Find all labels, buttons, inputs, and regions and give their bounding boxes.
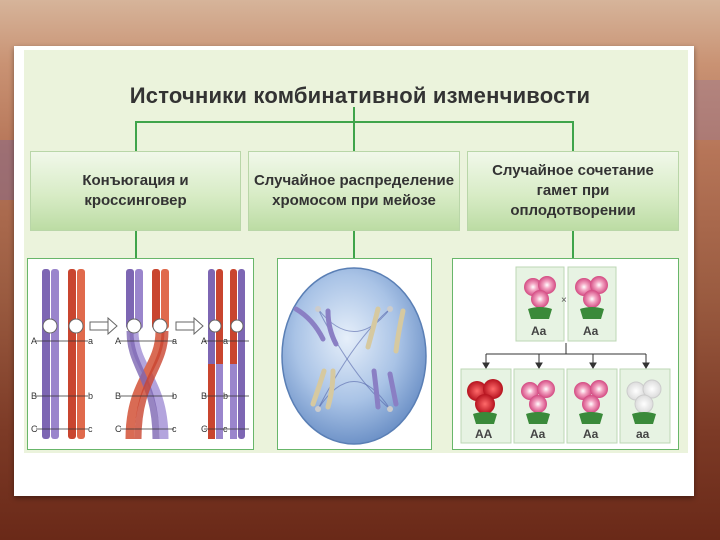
gene-label: a (172, 336, 177, 346)
meiosis-cell-illustration (277, 258, 432, 450)
meiosis-cell-svg (281, 267, 427, 445)
chromosome (365, 306, 381, 350)
chromosome (371, 368, 381, 410)
connector-left (135, 121, 137, 151)
gene-label: C (201, 424, 208, 434)
gene-label: C (31, 424, 38, 434)
gene-label: C (115, 424, 122, 434)
gene-label: b (172, 391, 177, 401)
box-line: кроссинговер (84, 192, 187, 209)
gene-label: b (88, 391, 93, 401)
connector-down-right (572, 231, 574, 258)
gene-label: B (31, 391, 37, 401)
page-title: Источники комбинативной изменчивости (129, 83, 591, 108)
box-line: Конъюгация и (82, 172, 189, 189)
inheritance-arrows (482, 343, 650, 369)
box-random-gamete-combination: Случайное сочетание гамет при оплодотворе… (467, 151, 679, 231)
box-line: гамет при оплодотворении (510, 182, 636, 219)
offspring-genotype: Aa (583, 427, 599, 441)
chromosome (293, 306, 326, 342)
chromosome (393, 308, 406, 354)
offspring-flower: Aa (566, 368, 618, 444)
gene-label: b (223, 391, 228, 401)
chromosome (325, 308, 339, 347)
cell-membrane (281, 267, 427, 445)
offspring-flower: Aa (513, 368, 565, 444)
gene-label: c (223, 424, 228, 434)
connector-down-left (135, 231, 137, 258)
chromosome (387, 371, 399, 407)
centriole-icon (315, 406, 321, 412)
parent-genotype: Aa (531, 324, 547, 338)
arrow-icon (175, 316, 204, 336)
chromosome (325, 368, 336, 410)
connector-stem (353, 107, 355, 122)
gene-label: A (115, 336, 121, 346)
parent-flower: Aa (515, 266, 565, 342)
gamete-combination-illustration: Aa × Aa (452, 258, 679, 450)
gene-label: B (115, 391, 121, 401)
connector-middle (353, 121, 355, 151)
parent-genotype: Aa (583, 324, 599, 338)
box-line: Случайное распределение (253, 172, 455, 189)
crossing-over-illustration: A a B b C c A a B (27, 258, 254, 450)
centriole-icon (387, 406, 393, 412)
chromosome-pair-recombined: A a B b C c (201, 269, 249, 439)
chromosome-pair-initial: A a B b C c (31, 269, 93, 439)
gene-label: A (31, 336, 37, 346)
gene-label: c (88, 424, 93, 434)
box-line: Случайное сочетание (492, 162, 654, 179)
crossing-over-svg: A a B b C c A a B (31, 269, 249, 440)
box-conjugation-crossing-over: Конъюгация и кроссинговер (30, 151, 241, 231)
cross-symbol: × (561, 295, 567, 306)
offspring-genotype: Aa (530, 427, 546, 441)
gene-label: a (223, 336, 228, 346)
gene-label: B (201, 391, 207, 401)
box-line: хромосом при мейозе (272, 192, 436, 209)
chromosome (310, 368, 327, 407)
connector-right (572, 121, 574, 151)
offspring-flower: aa (619, 368, 671, 444)
offspring-genotype: AA (475, 427, 493, 441)
centriole-icon (387, 306, 393, 312)
gamete-combination-svg: Aa × Aa (460, 266, 671, 444)
gene-label: c (172, 424, 177, 434)
gene-label: A (201, 336, 207, 346)
arrow-icon (89, 316, 118, 336)
offspring-flower: AA (460, 368, 512, 444)
chromosome-pair-crossing: A a B b C c (115, 269, 177, 440)
offspring-genotype: aa (636, 427, 650, 441)
connector-down-middle (353, 231, 355, 258)
box-random-distribution: Случайное распределение хромосом при мейо… (248, 151, 460, 231)
gene-label: a (88, 336, 93, 346)
centriole-icon (315, 306, 321, 312)
parent-flower: Aa (567, 266, 617, 342)
